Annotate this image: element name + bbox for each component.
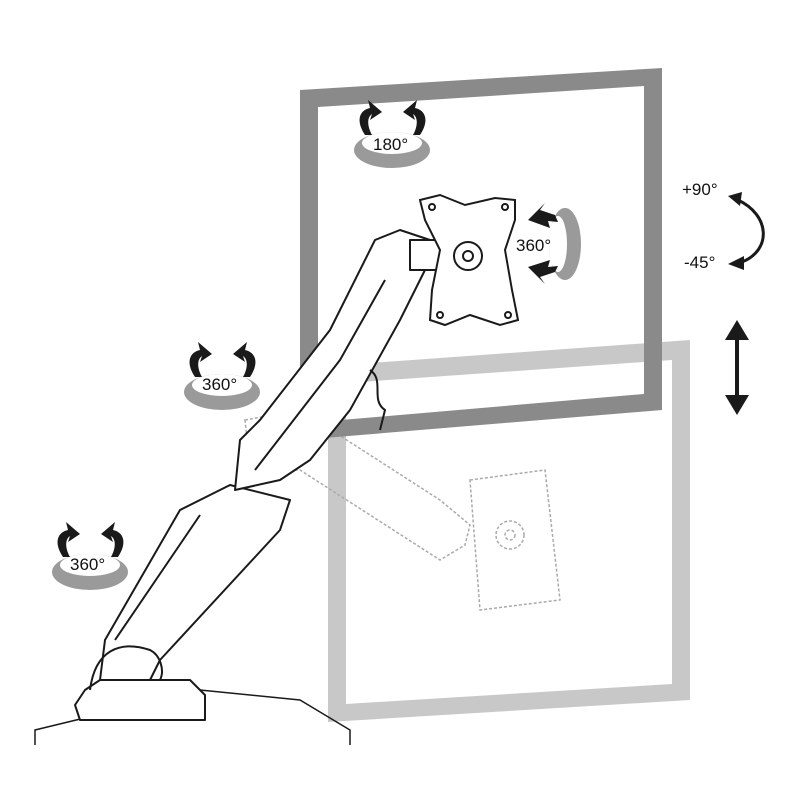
upper-monitor-frame <box>300 68 662 440</box>
rotation-ring-base: 360° <box>52 522 128 590</box>
label-180: 180° <box>373 135 408 154</box>
label-360-base: 360° <box>70 555 105 574</box>
monitor-arm <box>74 229 441 721</box>
label-tilt-down: -45° <box>684 253 715 272</box>
label-360-arm: 360° <box>202 375 237 394</box>
label-360-mount: 360° <box>516 236 551 255</box>
desk <box>34 689 351 745</box>
label-tilt-up: +90° <box>682 180 718 199</box>
vesa-plate <box>418 193 520 327</box>
height-adjust-arrow-icon <box>725 320 749 415</box>
rotation-ring-180: 180° <box>354 100 430 168</box>
rotation-ring-mount: 360° <box>516 203 581 284</box>
tilt-arrow-icon: +90° -45° <box>682 180 765 272</box>
rotation-ring-arm: 360° <box>184 342 260 410</box>
